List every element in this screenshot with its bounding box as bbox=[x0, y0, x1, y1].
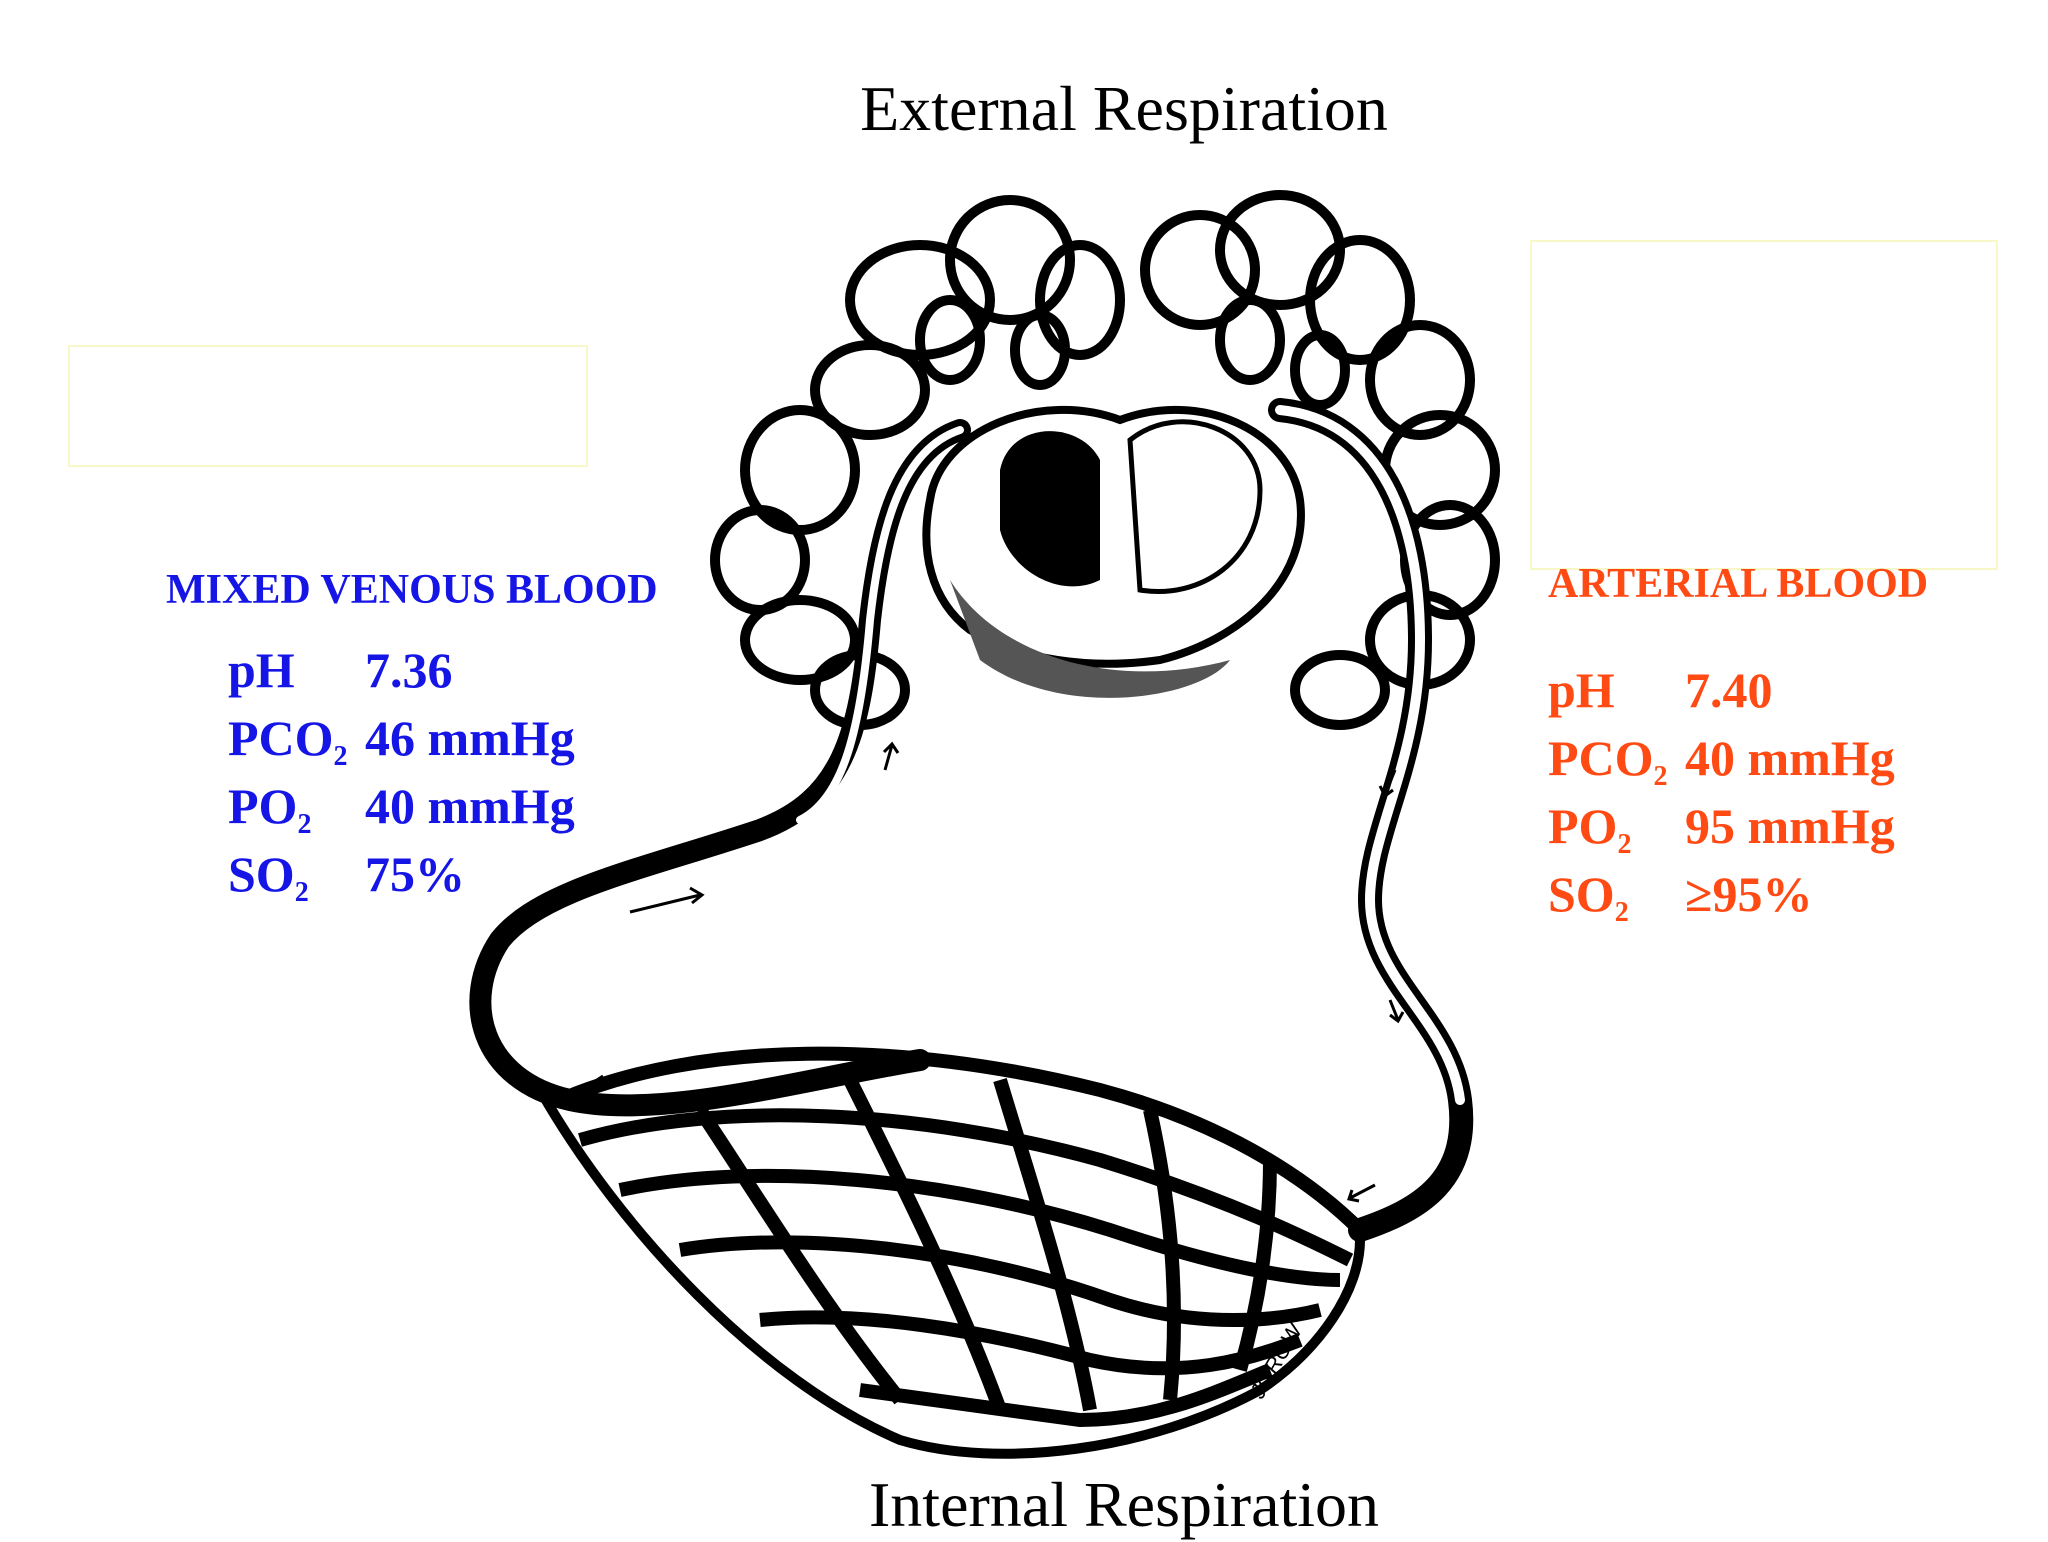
parameter-value: 40 mmHg bbox=[365, 778, 575, 834]
empty-textbox-right[interactable] bbox=[1530, 240, 1998, 570]
arterial-vessel bbox=[1268, 398, 1474, 1242]
parameter-value: 7.36 bbox=[365, 642, 453, 698]
title-internal-respiration: Internal Respiration bbox=[868, 1469, 1380, 1540]
parameter-subscript: 2 bbox=[294, 877, 309, 908]
parameter-value: 95 mmHg bbox=[1685, 798, 1895, 854]
value-row: pH 7.40 bbox=[1548, 656, 1928, 724]
parameter-label: pH bbox=[228, 636, 365, 704]
parameter-name: pH bbox=[1548, 662, 1615, 718]
value-row: PCO2 46 mmHg bbox=[228, 704, 658, 772]
value-row: PO2 40 mmHg bbox=[228, 772, 658, 840]
parameter-value: 46 mmHg bbox=[365, 710, 575, 766]
parameter-label: PCO2 bbox=[228, 704, 365, 791]
parameter-label: SO2 bbox=[228, 840, 365, 927]
parameter-subscript: 2 bbox=[1614, 897, 1629, 928]
parameter-label: PCO2 bbox=[1548, 724, 1685, 811]
parameter-value: 75% bbox=[365, 846, 465, 902]
tissue-capillary-bed bbox=[557, 1046, 1365, 1428]
empty-textbox-left[interactable] bbox=[68, 345, 588, 467]
parameter-subscript: 2 bbox=[1617, 829, 1632, 860]
heart bbox=[922, 405, 1305, 698]
value-row: PO2 95 mmHg bbox=[1548, 792, 1928, 860]
parameter-label: SO2 bbox=[1548, 860, 1685, 947]
arterial-heading: ARTERIAL BLOOD bbox=[1548, 561, 1929, 607]
parameter-name: PO bbox=[228, 778, 298, 834]
value-row: SO2 ≥95% bbox=[1548, 860, 1928, 928]
value-row: pH 7.36 bbox=[228, 636, 658, 704]
parameter-subscript: 2 bbox=[333, 741, 348, 772]
parameter-name: SO bbox=[1548, 866, 1615, 922]
parameter-name: PCO bbox=[1548, 730, 1654, 786]
parameter-value: ≥95% bbox=[1685, 866, 1813, 922]
parameter-subscript: 2 bbox=[1653, 761, 1668, 792]
parameter-value: 7.40 bbox=[1685, 662, 1773, 718]
value-row: SO2 75% bbox=[228, 840, 658, 908]
lung-capillaries-left bbox=[710, 195, 1125, 730]
title-external-respiration: External Respiration bbox=[860, 73, 1388, 144]
parameter-value: 40 mmHg bbox=[1685, 730, 1895, 786]
parameter-subscript: 2 bbox=[297, 809, 312, 840]
parameter-label: PO2 bbox=[1548, 792, 1685, 879]
parameter-name: pH bbox=[228, 642, 295, 698]
parameter-name: PO bbox=[1548, 798, 1618, 854]
parameter-label: pH bbox=[1548, 656, 1685, 724]
venous-heading: MIXED VENOUS BLOOD bbox=[166, 567, 658, 613]
flow-arrows bbox=[591, 741, 1405, 1203]
parameter-label: PO2 bbox=[228, 772, 365, 859]
value-row: PCO2 40 mmHg bbox=[1548, 724, 1928, 792]
parameter-name: SO bbox=[228, 846, 295, 902]
parameter-name: PCO bbox=[228, 710, 334, 766]
